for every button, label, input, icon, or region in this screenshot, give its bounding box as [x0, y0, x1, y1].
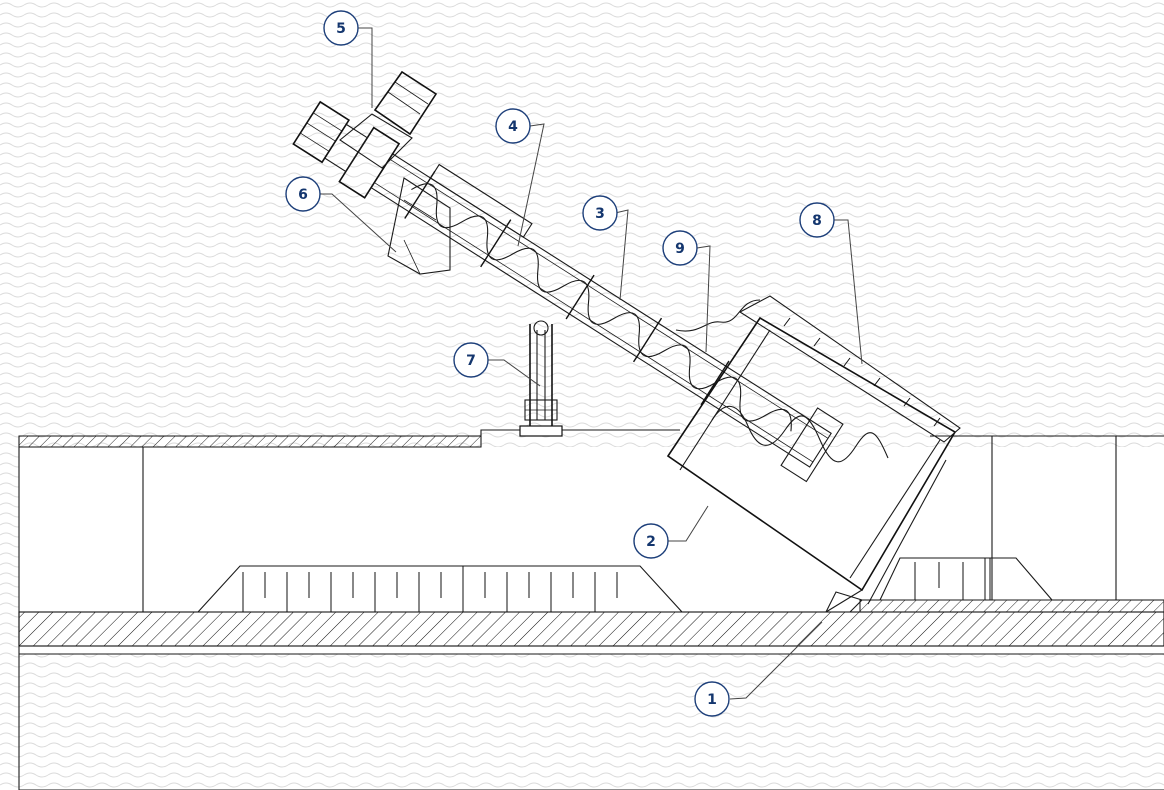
callout-label-6: 6	[298, 187, 308, 203]
grating-bars-right	[914, 558, 991, 600]
callout-7[interactable]: 7	[453, 342, 489, 378]
channel-structure	[18, 429, 1164, 790]
support-stand	[519, 320, 563, 437]
callout-label-2: 2	[646, 534, 656, 550]
screw-conveyor	[292, 70, 961, 613]
callout-8[interactable]: 8	[799, 202, 835, 238]
callout-label-5: 5	[336, 21, 346, 37]
callout-1[interactable]: 1	[694, 681, 730, 717]
callout-label-1: 1	[707, 692, 717, 708]
callout-label-7: 7	[466, 353, 476, 369]
callout-5[interactable]: 5	[323, 10, 359, 46]
callout-2[interactable]: 2	[633, 523, 669, 559]
callout-3[interactable]: 3	[582, 195, 618, 231]
callout-6[interactable]: 6	[285, 176, 321, 212]
grating-bars-left	[242, 566, 618, 612]
callout-label-3: 3	[595, 206, 605, 222]
callout-label-4: 4	[508, 119, 518, 135]
callout-9[interactable]: 9	[662, 230, 698, 266]
leader-lines	[320, 27, 863, 700]
callout-label-9: 9	[675, 241, 685, 257]
screen-housing	[666, 295, 961, 613]
callout-4[interactable]: 4	[495, 108, 531, 144]
callouts: 5 4 6 3 8 9 7 2	[285, 10, 835, 717]
callout-label-8: 8	[812, 213, 822, 229]
motor-unit	[339, 70, 438, 169]
